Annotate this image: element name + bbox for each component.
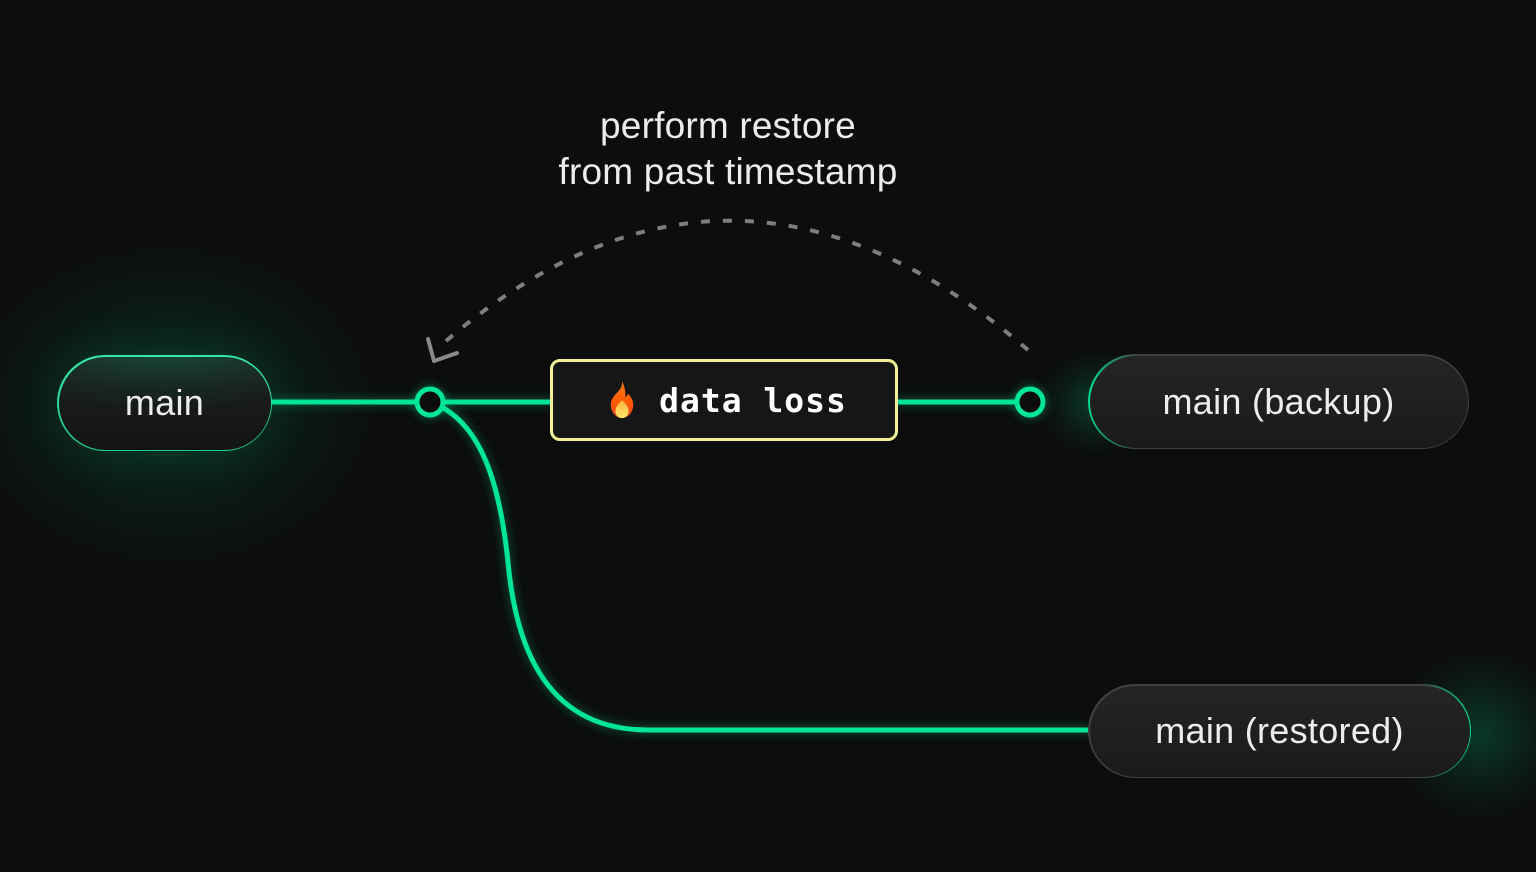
restore-annotation-line2: from past timestamp [558, 151, 898, 192]
branch-pill-restored: main (restored) [1088, 684, 1471, 778]
branch-pill-restored-surface: main (restored) [1089, 685, 1470, 777]
restored-branch-line [429, 399, 1090, 733]
branch-point-node [414, 386, 446, 418]
data-loss-badge: data loss [550, 359, 898, 441]
fire-icon [610, 381, 634, 419]
restore-arrow-head-icon [426, 337, 459, 363]
branch-pill-backup-surface: main (backup) [1089, 355, 1468, 448]
restore-arc-dashed [444, 218, 1030, 352]
branch-pill-main-label: main [124, 382, 205, 423]
restore-annotation: perform restore from past timestamp [418, 103, 1038, 195]
data-loss-label: data loss [659, 380, 847, 420]
branch-pill-backup-label: main (backup) [1162, 380, 1395, 422]
branch-pill-main: main [57, 355, 272, 451]
branch-pill-restored-label: main (restored) [1155, 710, 1404, 751]
backup-point-node [1014, 386, 1046, 418]
branch-pill-backup: main (backup) [1088, 354, 1469, 449]
branch-pill-main-surface: main [58, 356, 271, 450]
restore-annotation-line1: perform restore [600, 105, 856, 146]
